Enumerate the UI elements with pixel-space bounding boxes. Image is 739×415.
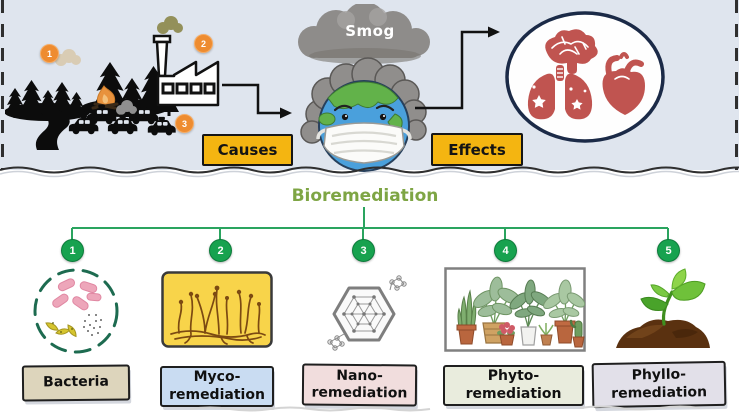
- label-phyto-remediation: Phyto-remediation: [443, 365, 584, 406]
- cause-badge-1: 1: [40, 44, 59, 63]
- heart-icon: [602, 52, 645, 115]
- branch-connector-lines: [71, 207, 669, 240]
- branch-node-1: 1: [61, 239, 84, 262]
- smog-label: Smog: [345, 22, 395, 40]
- bacteria-dashed-circle-icon: [33, 268, 119, 354]
- causes-arrow: [222, 83, 292, 119]
- campfire-icon: [91, 85, 119, 110]
- bioremediation-title: Bioremediation: [291, 186, 439, 206]
- seedling-icon: [616, 268, 710, 348]
- effects-button: Effects: [431, 133, 523, 166]
- torn-paper-bottom-edge: [0, 166, 739, 178]
- health-effects-circle: [505, 11, 665, 143]
- cause-badge-2: 2: [194, 34, 213, 53]
- nano-lattice-icon: [327, 275, 407, 351]
- brain-icon: [545, 29, 598, 74]
- label-myco-remediation: Myco-remediation: [160, 366, 274, 407]
- label-shadow-lines: [189, 405, 701, 412]
- lungs-icon: [527, 65, 593, 120]
- potted-plants-icon: [444, 267, 586, 352]
- torn-paper-left-edge: [1, 0, 4, 170]
- earth-wearing-mask-icon: [300, 57, 427, 172]
- branch-node-2: 2: [209, 239, 232, 262]
- label-phyllo-remediation: Phyllo-remediation: [591, 360, 727, 409]
- smog-causes-effects-panel: 1 2 3 Smog: [0, 0, 739, 172]
- effects-arrow: [415, 26, 500, 110]
- fungal-hyphae-icon: [161, 271, 273, 348]
- factory-icon: [152, 16, 220, 107]
- smog-cloud-icon: [298, 4, 430, 64]
- torn-paper-right-edge: [735, 0, 738, 170]
- label-bacteria: Bacteria: [21, 364, 131, 402]
- branch-node-4: 4: [494, 239, 517, 262]
- forest-fire-icon: [5, 49, 179, 150]
- causes-button: Causes: [202, 134, 293, 166]
- branch-node-3: 3: [352, 239, 375, 262]
- label-nano-remediation: Nano-remediation: [301, 363, 418, 407]
- branch-node-5: 5: [657, 239, 680, 262]
- cause-badge-3: 3: [175, 114, 194, 133]
